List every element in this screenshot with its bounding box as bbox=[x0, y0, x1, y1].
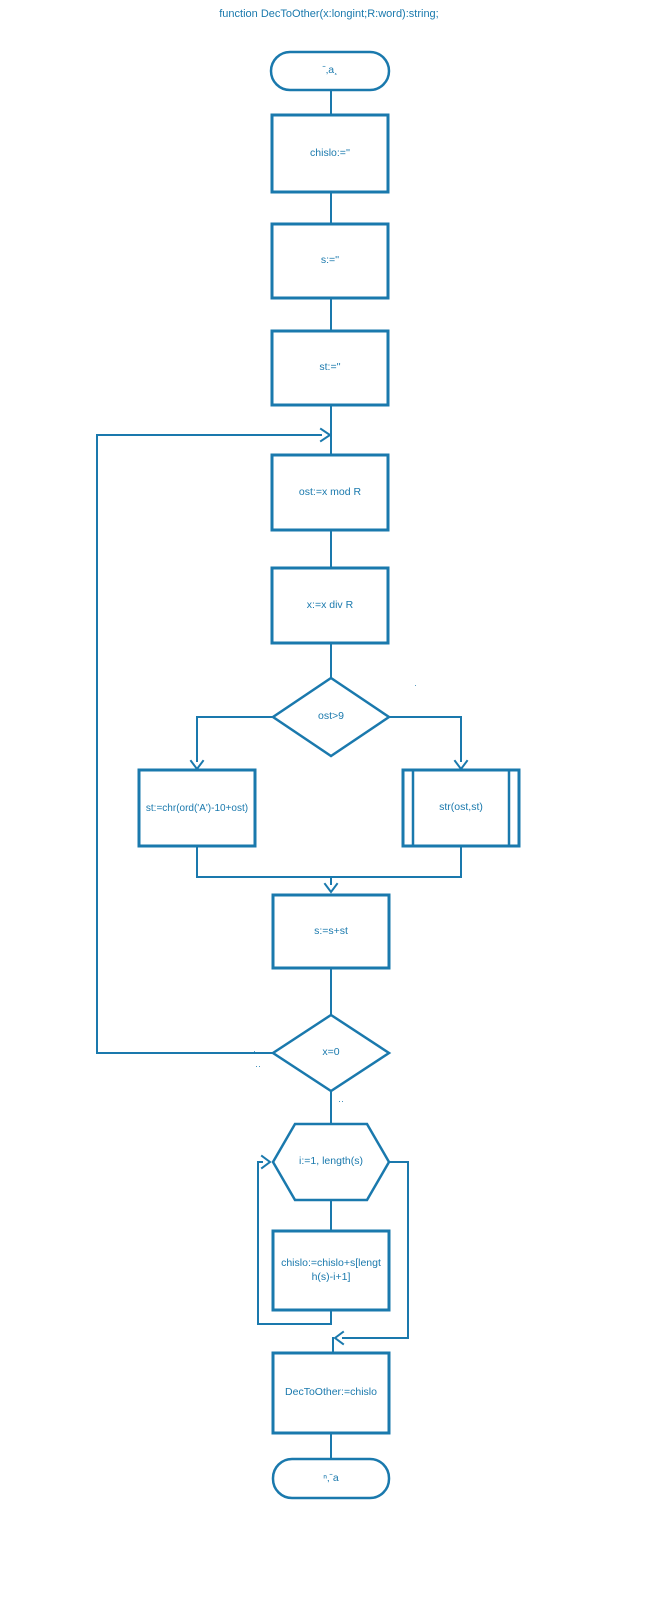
loop-body-box bbox=[271, 1229, 391, 1312]
loop-back-arrowhead-icon bbox=[260, 1154, 272, 1170]
init-st-box bbox=[270, 329, 390, 407]
decision-ost-diamond bbox=[270, 676, 392, 758]
loop-exit-line bbox=[332, 1161, 409, 1354]
init-s-box bbox=[270, 222, 390, 300]
branch-digit-label: str(ost,st) bbox=[439, 801, 483, 814]
feedback-arrowhead-icon bbox=[319, 427, 332, 443]
init-st-label: st:='' bbox=[319, 361, 341, 374]
decision-ost-label: ost>9 bbox=[318, 710, 344, 723]
branch-letter-box bbox=[137, 768, 257, 848]
x-branch-left-mark-2: ‥ bbox=[255, 1059, 262, 1069]
start-terminator-shape bbox=[269, 50, 391, 92]
start-terminator-label: ˉ‚a¸ bbox=[322, 64, 338, 77]
branch-right-arrowhead-icon bbox=[453, 759, 469, 771]
init-chislo-box bbox=[270, 113, 390, 194]
loop-body-label: chislo:=chislo+s[length(s)-i+1] bbox=[281, 1256, 381, 1283]
loop-header-label: i:=1, length(s) bbox=[299, 1155, 363, 1168]
feedback-loop-line bbox=[96, 434, 322, 1054]
result-step-box bbox=[271, 1351, 391, 1435]
branch-left-arrowhead-icon bbox=[189, 759, 205, 771]
function-signature-title: function DecToOther(x:longint;R:word):st… bbox=[219, 8, 439, 20]
branch-lines bbox=[196, 716, 462, 762]
append-step-label: s:=s+st bbox=[314, 924, 348, 937]
ost-branch-right-mark: · bbox=[414, 680, 417, 690]
result-step-label: DecToOther:=chislo bbox=[285, 1386, 377, 1399]
decision-x-label: x=0 bbox=[322, 1046, 340, 1059]
x-branch-left-mark-1: · bbox=[253, 1046, 256, 1056]
append-step-box bbox=[271, 893, 391, 970]
decision-x-diamond bbox=[270, 1013, 392, 1093]
div-step-box bbox=[270, 566, 390, 645]
init-s-label: s:='' bbox=[320, 254, 340, 267]
loop-exit-arrowhead-icon bbox=[333, 1330, 345, 1346]
merge-arrowhead-icon bbox=[323, 882, 339, 894]
div-step-label: x:=x div R bbox=[306, 598, 354, 611]
mod-step-label: ost:=x mod R bbox=[298, 485, 362, 498]
loop-header-hexagon bbox=[271, 1122, 391, 1202]
end-terminator-label: ⁿ‚ˉa bbox=[323, 1471, 339, 1484]
x-branch-below-mark: ‥ bbox=[338, 1094, 345, 1104]
loop-back-line bbox=[257, 1161, 332, 1325]
mod-step-box bbox=[270, 453, 390, 532]
branch-digit-box bbox=[401, 768, 521, 848]
init-chislo-label: chislo:='' bbox=[310, 146, 350, 159]
branch-digit-sidebars bbox=[411, 768, 511, 848]
merge-lines bbox=[196, 845, 462, 885]
end-terminator-shape bbox=[271, 1457, 391, 1500]
branch-letter-label: st:=chr(ord('A')-10+ost) bbox=[145, 802, 249, 814]
